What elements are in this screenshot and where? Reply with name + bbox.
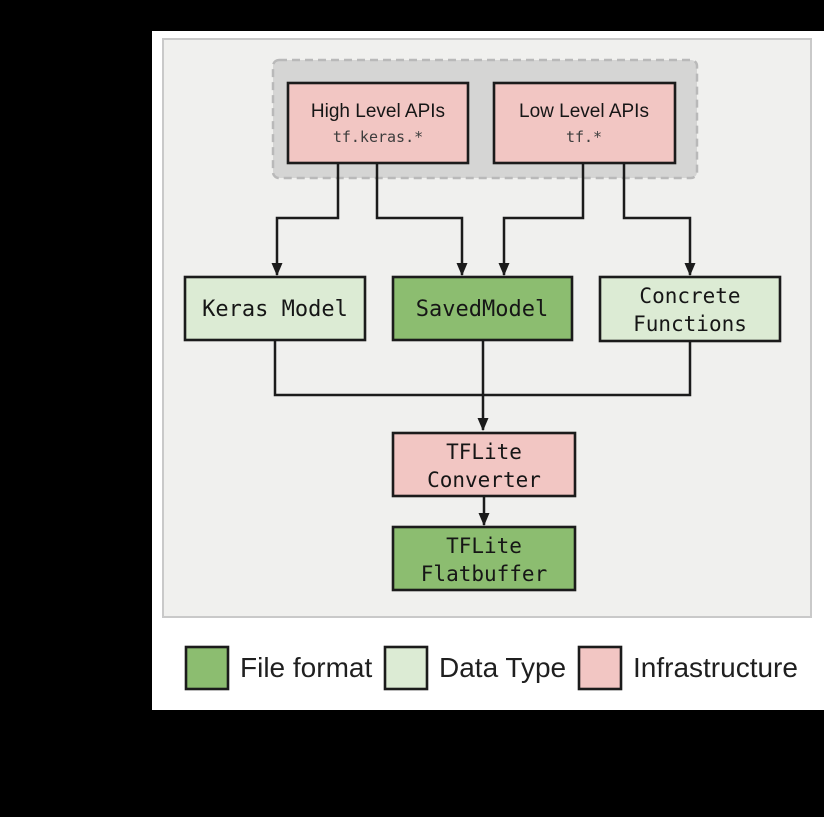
node-low-level-apis-code: tf.* bbox=[566, 128, 602, 146]
legend-item-data-type: Data Type bbox=[383, 645, 566, 691]
node-tflite-converter-line2: Converter bbox=[427, 468, 541, 492]
figure-panel: High Level APIs tf.keras.* Low Level API… bbox=[152, 31, 824, 710]
legend-item-label: Infrastructure bbox=[633, 652, 798, 683]
node-tflite-converter bbox=[391, 431, 577, 498]
node-keras-model bbox=[183, 275, 367, 342]
edge-high-api-to-saved-model bbox=[375, 163, 468, 276]
edge-low-api-to-concrete-functions bbox=[622, 163, 696, 276]
edge-high-api-to-keras-model bbox=[271, 163, 340, 276]
file-format-swatch-rect bbox=[184, 645, 230, 691]
node-low-level-apis bbox=[492, 81, 677, 165]
node-high-level-apis bbox=[286, 81, 470, 165]
node-tflite-flatbuffer bbox=[391, 525, 577, 592]
node-tflite-flatbuffer-line2: Flatbuffer bbox=[421, 562, 547, 586]
node-high-level-apis-code: tf.keras.* bbox=[333, 128, 423, 146]
legend-swatch-data-type bbox=[383, 645, 429, 691]
node-high-level-apis-title: High Level APIs bbox=[311, 101, 445, 122]
legend-swatch-infrastructure bbox=[577, 645, 623, 691]
node-saved-model-label: SavedModel bbox=[416, 297, 548, 322]
node-tflite-flatbuffer-line1: TFLite bbox=[446, 534, 522, 558]
node-low-level-apis-title: Low Level APIs bbox=[519, 101, 649, 122]
data-type-swatch-rect bbox=[383, 645, 429, 691]
node-concrete-functions-line2: Functions bbox=[633, 312, 747, 336]
node-keras-model-label: Keras Model bbox=[202, 297, 348, 322]
diagram-svg: High Level APIs tf.keras.* Low Level API… bbox=[162, 38, 812, 618]
node-saved-model bbox=[391, 275, 574, 342]
legend-item-infrastructure: Infrastructure bbox=[577, 645, 798, 691]
legend-item-label: Data Type bbox=[439, 652, 567, 683]
legend-swatch-file-format bbox=[184, 645, 230, 691]
legend-item-file-format: File format bbox=[184, 645, 372, 691]
node-concrete-functions bbox=[598, 275, 782, 343]
edge-low-api-to-saved-model bbox=[498, 163, 585, 276]
legend-item-label: File format bbox=[240, 652, 373, 683]
infrastructure-swatch-rect bbox=[577, 645, 623, 691]
diagram-canvas: High Level APIs tf.keras.* Low Level API… bbox=[162, 38, 812, 618]
node-concrete-functions-line1: Concrete bbox=[639, 284, 740, 308]
node-tflite-converter-line1: TFLite bbox=[446, 440, 522, 464]
